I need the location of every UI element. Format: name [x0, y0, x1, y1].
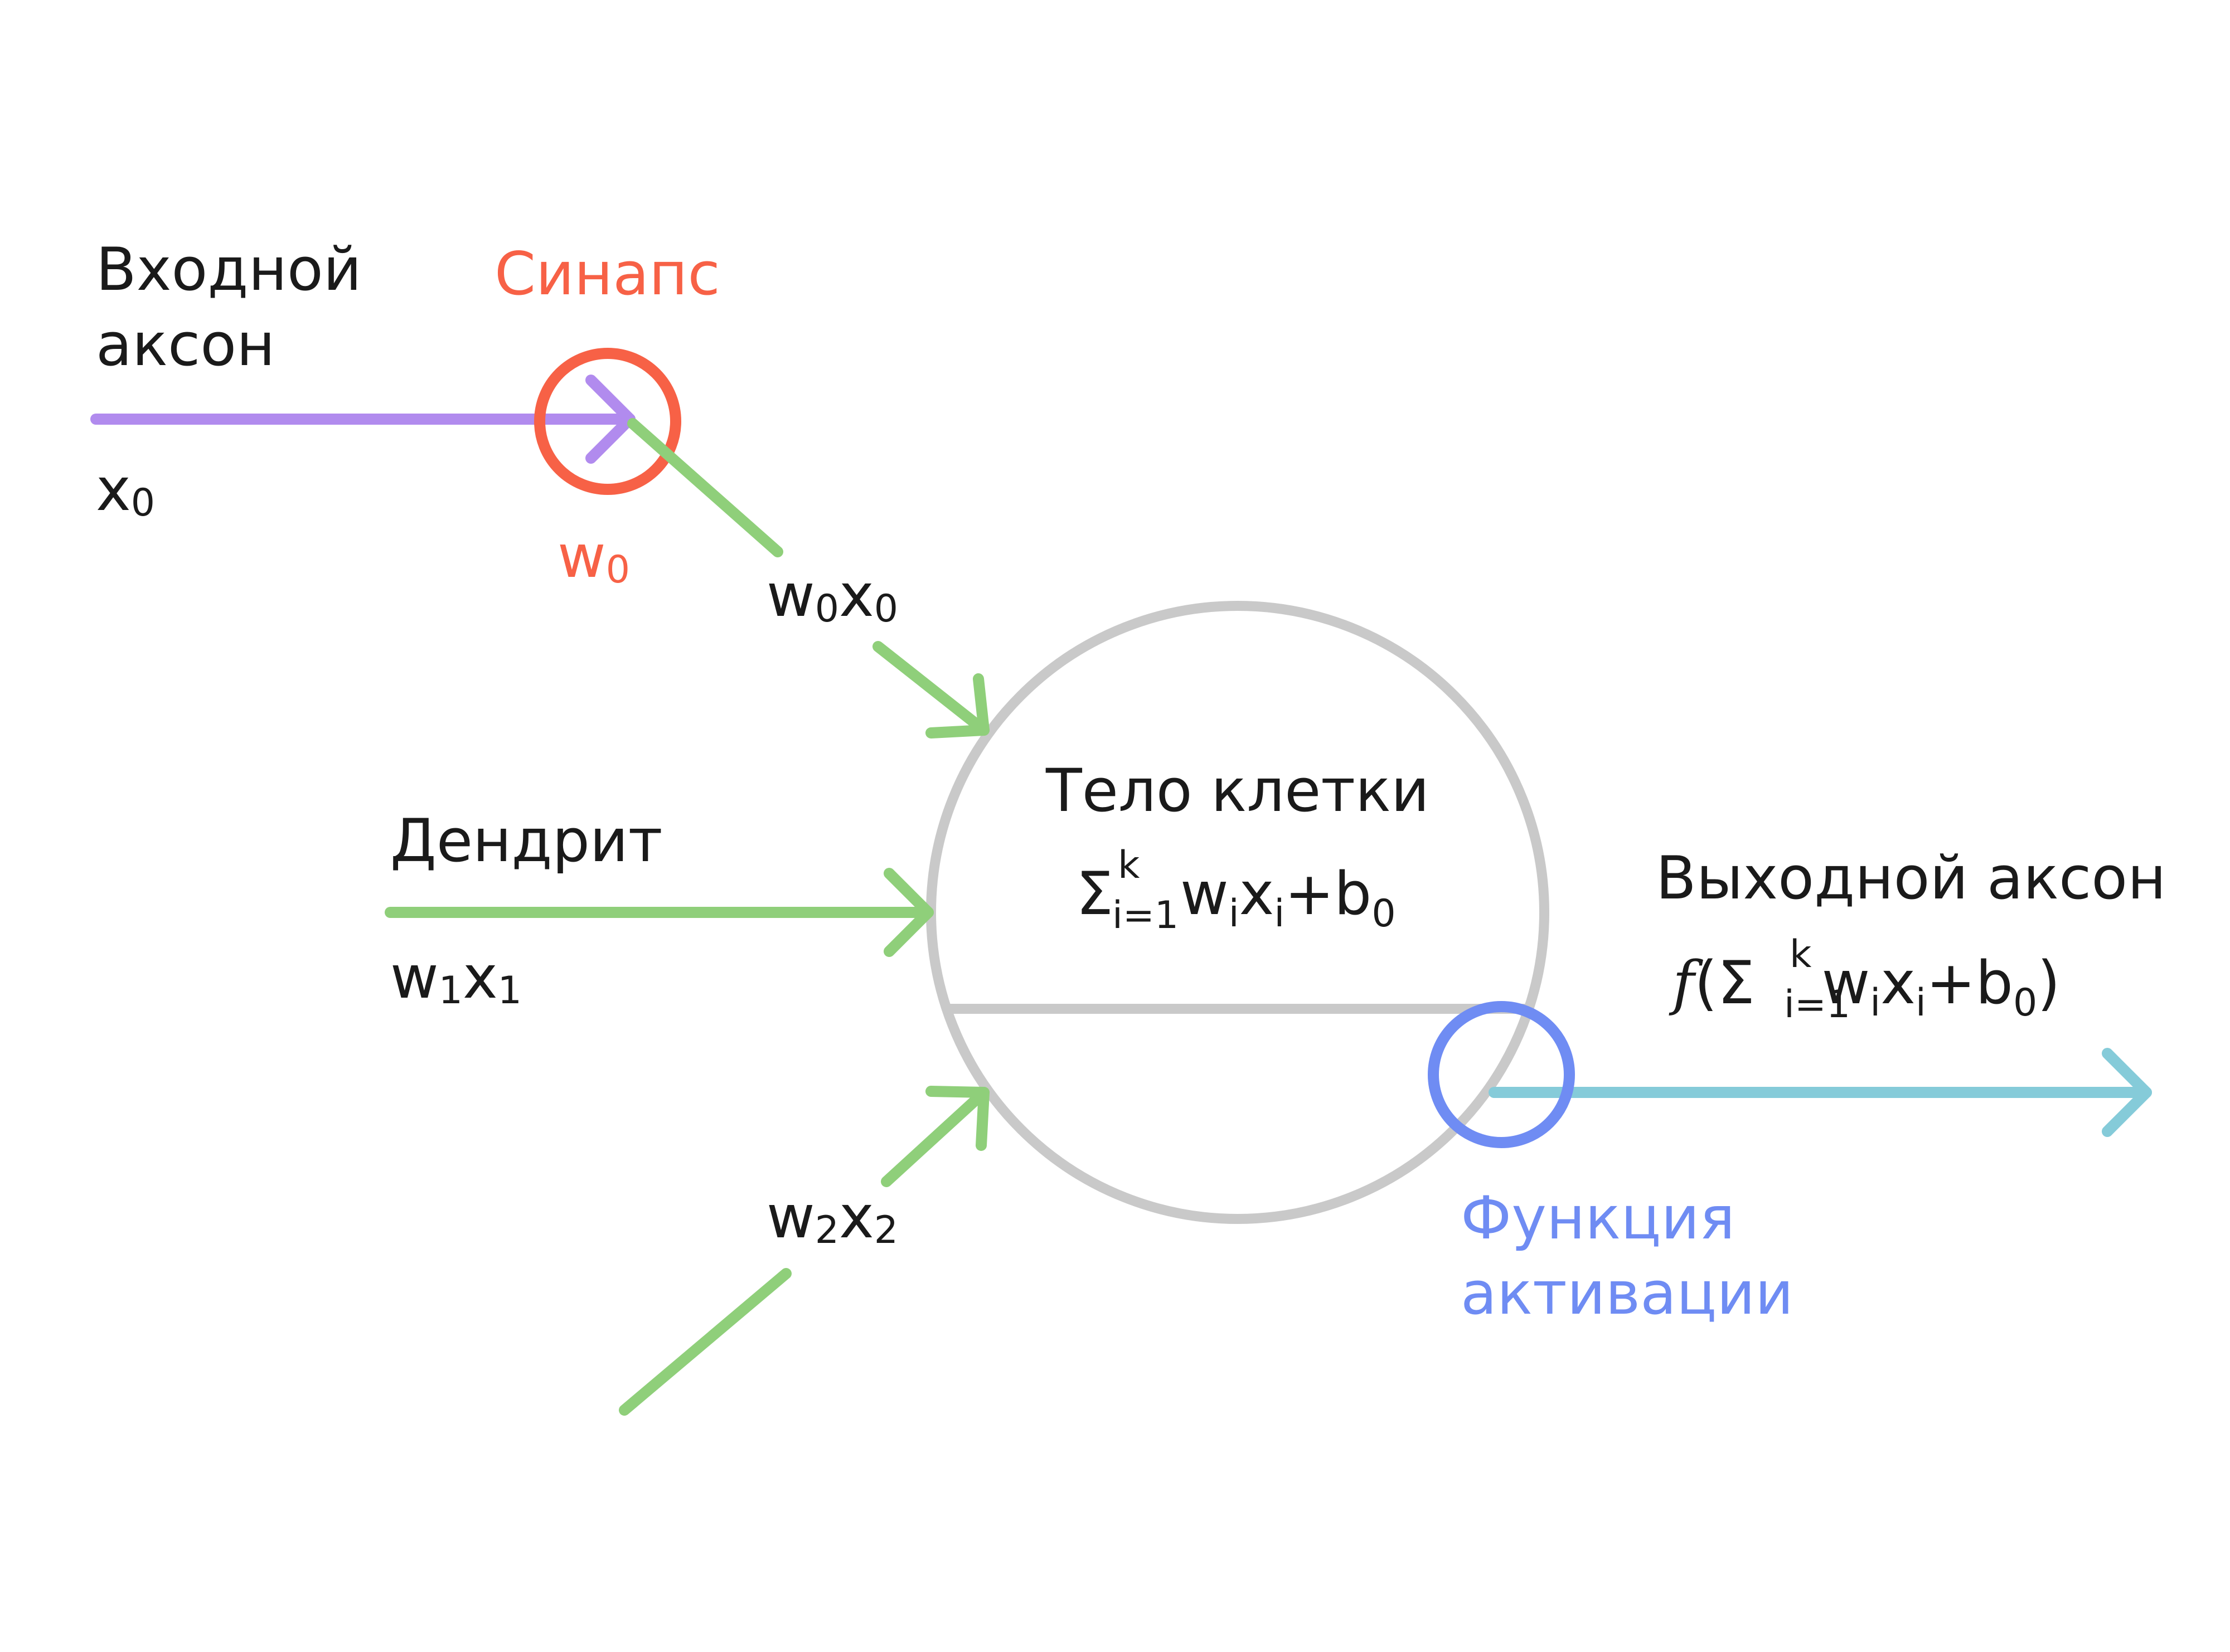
output-axon-arrowhead	[2102, 1048, 2152, 1137]
w0-subscript: 0	[606, 548, 630, 592]
cell-formula-x: x	[1239, 859, 1274, 928]
w2x2-w: w	[767, 1183, 815, 1251]
w0x0-w: w	[767, 561, 815, 630]
output-formula-b-subscript: 0	[2013, 981, 2037, 1025]
x0-subscript: 0	[131, 481, 155, 525]
activation-label-line-1: Функция	[1461, 1184, 1735, 1252]
output-formula-sum-lower: i=1	[1784, 983, 1850, 1027]
w1x1-x: x	[463, 943, 498, 1012]
activation-label: Функция активации	[1461, 1184, 1793, 1328]
output-axon-label: Выходной аксон	[1656, 844, 2166, 912]
synapse-label: Синапс	[495, 240, 720, 308]
output-formula-w: w	[1822, 949, 1870, 1017]
input-axon-label-line-2: аксон	[96, 310, 275, 379]
w0x0-w-subscript: 0	[815, 587, 839, 631]
dendrite-w0x0	[627, 418, 990, 738]
input-axon-label: Входной аксон	[96, 235, 380, 379]
dendrite-w0x0-segment-1	[627, 418, 783, 557]
w2x2-x: x	[839, 1183, 874, 1251]
w0x0-label: w0x0	[767, 561, 898, 631]
cell-body-label: Тело клетки	[1045, 756, 1429, 825]
cell-formula-w-subscript: i	[1229, 892, 1239, 936]
dendrite-w2x2-segment-2	[881, 1087, 990, 1187]
synapse-circle	[534, 348, 681, 495]
output-formula-w-subscript: i	[1870, 981, 1880, 1025]
output-formula-open-paren: (	[1694, 949, 1717, 1017]
w0x0-x: x	[839, 561, 874, 630]
dendrite-w1x1-arrowhead	[884, 868, 934, 957]
dendrite-w2x2	[619, 1086, 990, 1416]
output-formula-x-subscript: i	[1916, 981, 1926, 1025]
cell-formula-sum-upper: k	[1118, 843, 1140, 887]
activation-label-line-2: активации	[1461, 1259, 1793, 1328]
w2x2-w-subscript: 2	[815, 1208, 839, 1252]
w2x2-x-subscript: 2	[874, 1208, 898, 1252]
x0-label: x0	[96, 455, 155, 525]
dendrite-label: Дендрит	[390, 806, 663, 875]
cell-formula-plus-b: +b	[1284, 859, 1371, 928]
cell-formula-w: w	[1180, 859, 1229, 928]
output-formula-x: x	[1880, 949, 1916, 1017]
w0-base: w	[558, 522, 606, 591]
dendrite-w1x1	[385, 868, 934, 957]
w1x1-w: w	[390, 943, 439, 1012]
w2x2-label: w2x2	[767, 1183, 898, 1252]
dendrite-w0x0-segment-2	[872, 641, 990, 736]
output-formula-sum-symbol: Σ	[1718, 949, 1755, 1017]
output-axon	[1489, 1048, 2152, 1137]
dendrite-w2x2-arrowhead	[925, 1086, 990, 1151]
cell-formula-sum-lower: i=1	[1112, 893, 1179, 937]
output-formula-close-paren: )	[2037, 949, 2060, 1017]
dendrite-w0x0-arrowhead	[925, 673, 990, 738]
cell-formula-sum-symbol: Σ	[1076, 859, 1113, 928]
output-formula-plus-b: +b	[1926, 949, 2013, 1017]
output-formula-sum-upper: k	[1790, 932, 1812, 976]
w1x1-w-subscript: 1	[439, 969, 463, 1013]
w0-label: w0	[558, 522, 630, 592]
input-axon-label-line-1: Входной	[96, 235, 362, 304]
w1x1-label: w1x1	[390, 943, 522, 1013]
activation-circle	[1428, 1001, 1575, 1148]
cell-formula-x-subscript: i	[1274, 892, 1284, 936]
cell-formula-b-subscript: 0	[1371, 892, 1395, 936]
w0x0-x-subscript: 0	[874, 587, 898, 631]
x0-base: x	[96, 455, 131, 524]
w1x1-x-subscript: 1	[498, 969, 522, 1013]
dendrite-w2x2-segment-1	[619, 1268, 792, 1416]
